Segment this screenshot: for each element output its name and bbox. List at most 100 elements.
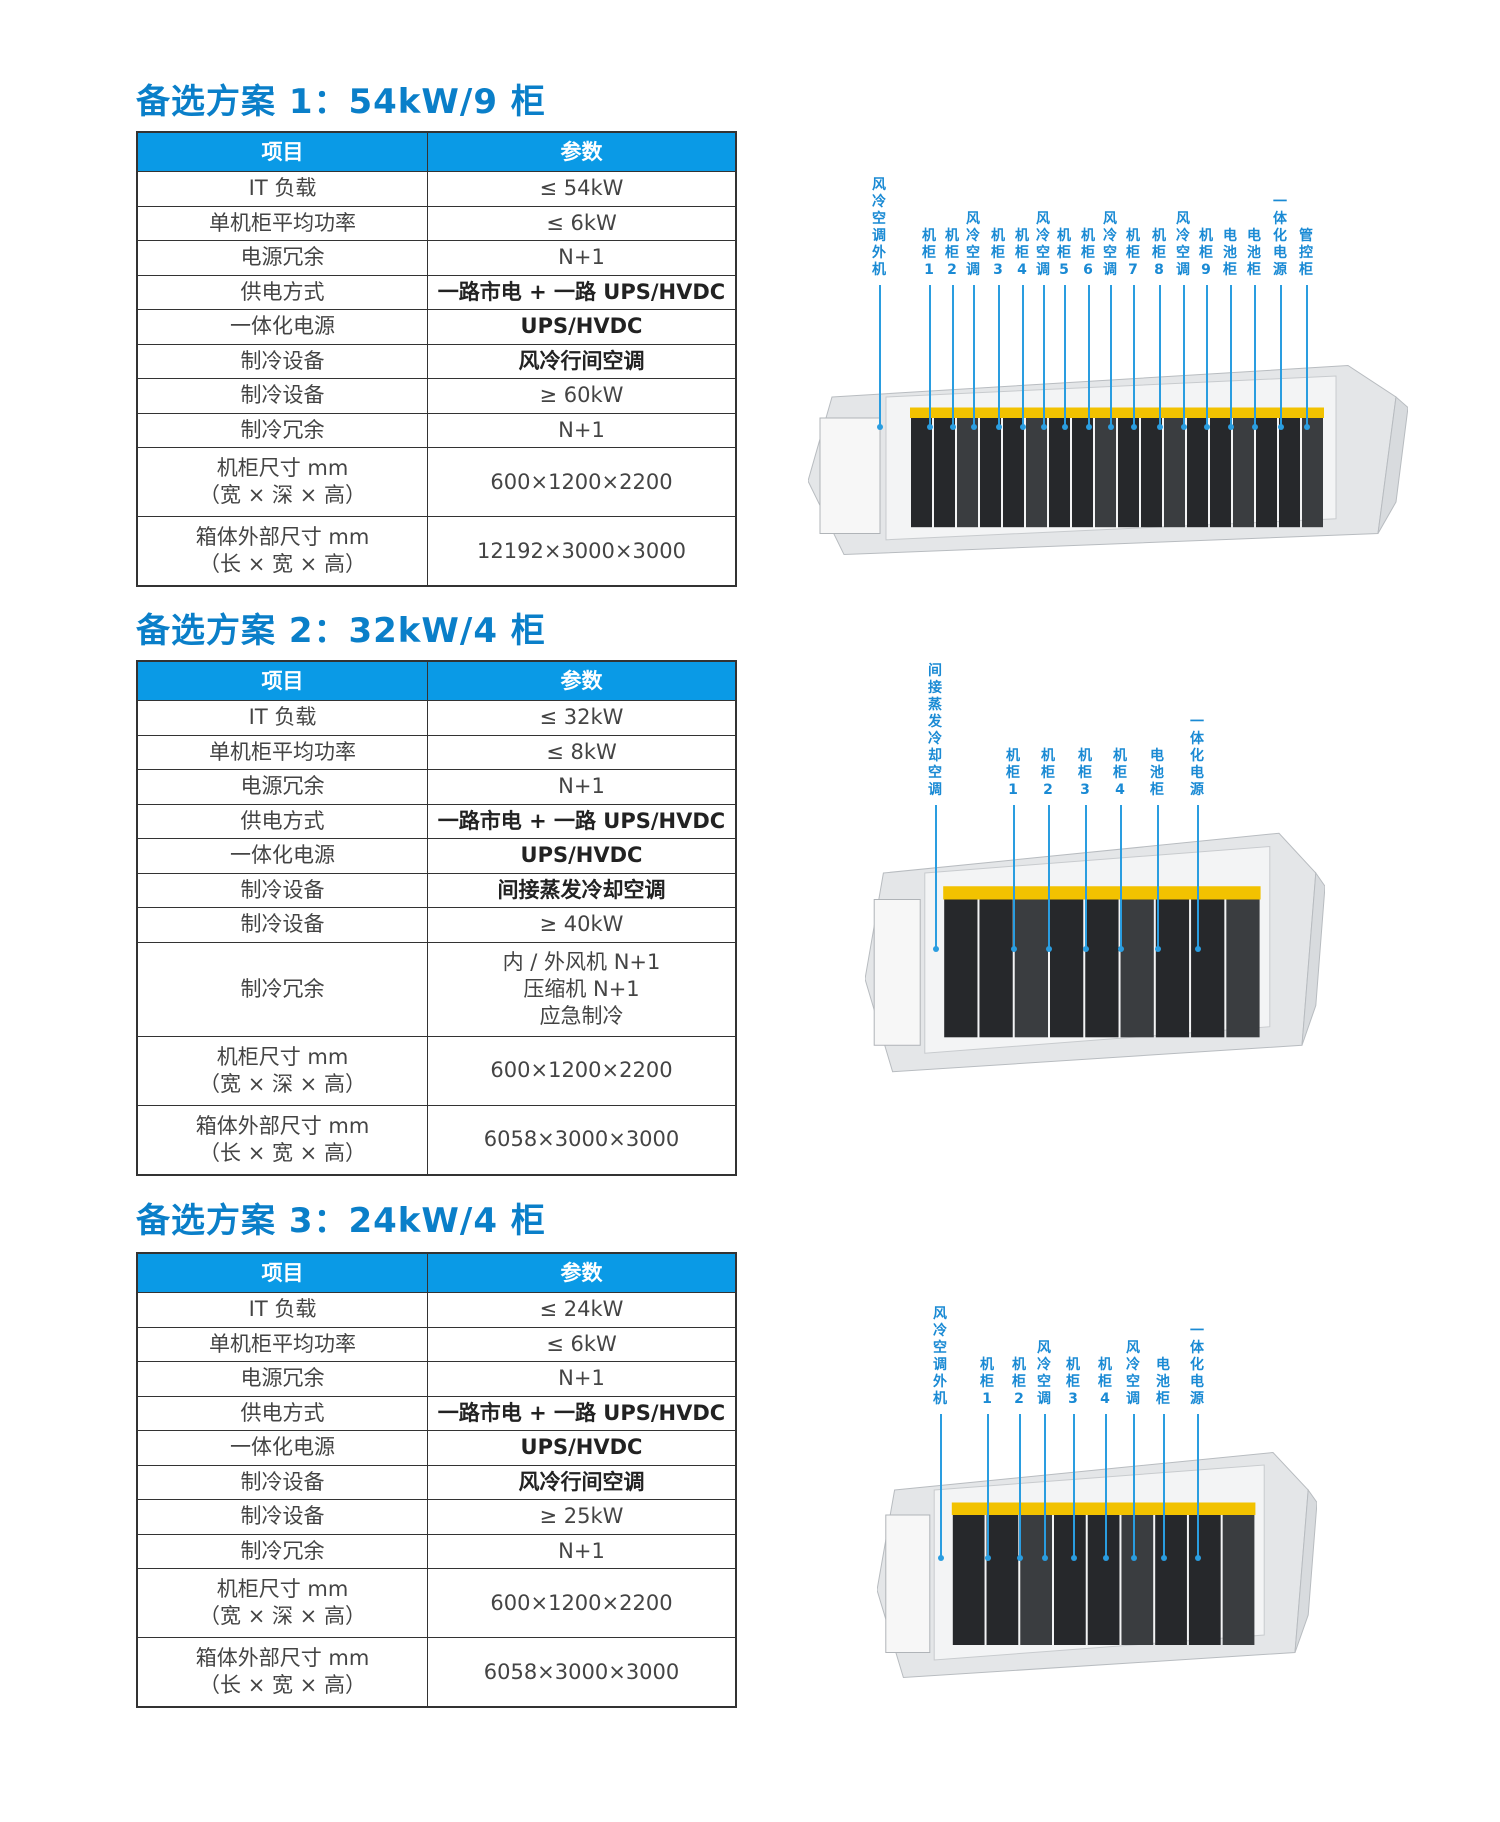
leader-line <box>1073 1414 1075 1558</box>
equipment-label: 机柜1 <box>980 1357 994 1407</box>
leader-line <box>879 285 881 427</box>
outdoor-unit <box>885 1514 931 1653</box>
item-cell: 一体化电源 <box>138 310 428 344</box>
equipment-label: 机柜7 <box>1126 228 1140 278</box>
equipment-label: 风冷空调 <box>1176 211 1190 278</box>
leader-line <box>1230 285 1232 427</box>
leader-dot <box>938 1555 944 1561</box>
leader-dot <box>1181 424 1187 430</box>
leader-dot <box>1108 424 1114 430</box>
cabinet <box>1085 899 1119 1038</box>
item-cell: 单机柜平均功率 <box>138 1327 428 1361</box>
value-cell: ≤ 6kW <box>546 210 617 235</box>
equipment-label: 机柜1 <box>1006 748 1020 798</box>
table-row: 机柜尺寸 mm （宽 × 深 × 高）600×1200×2200 <box>138 1568 735 1637</box>
equipment-label: 机柜4 <box>1015 228 1029 278</box>
leader-line <box>1159 285 1161 427</box>
table-row: IT 负载≤ 32kW <box>138 700 735 735</box>
table-row: 制冷设备≥ 25kW <box>138 1499 735 1534</box>
item-cell: 一体化电源 <box>138 839 428 873</box>
leader-dot <box>1195 1555 1201 1561</box>
value-cell: 风冷行间空调 <box>518 1469 645 1494</box>
cabinet <box>944 899 978 1038</box>
cabinet <box>1087 1515 1120 1645</box>
item-cell: 机柜尺寸 mm （宽 × 深 × 高） <box>138 1569 428 1637</box>
item-cell: 供电方式 <box>138 804 428 838</box>
item-cell: 机柜尺寸 mm （宽 × 深 × 高） <box>138 1036 428 1105</box>
item-cell: 一体化电源 <box>138 1431 428 1465</box>
cabinet <box>1187 418 1208 528</box>
table-header-row: 项目参数 <box>138 1254 735 1292</box>
table-row: 箱体外部尺寸 mm （长 × 宽 × 高）6058×3000×3000 <box>138 1637 735 1706</box>
outdoor-unit <box>873 899 921 1046</box>
header-cell: 项目 <box>138 133 428 171</box>
leader-dot <box>1204 424 1210 430</box>
equipment-label: 一体化电源 <box>1190 714 1204 798</box>
table-row: 单机柜平均功率≤ 8kW <box>138 734 735 769</box>
header-cell: 参数 <box>560 668 603 693</box>
cabinet <box>1049 418 1070 528</box>
table-row: 一体化电源 UPS/HVDC <box>138 309 735 344</box>
equipment-label: 风冷空调 <box>1126 1340 1140 1407</box>
leader-dot <box>1131 424 1137 430</box>
item-cell: 箱体外部尺寸 mm （长 × 宽 × 高） <box>138 1638 428 1706</box>
value-cell: 12192×3000×3000 <box>477 538 686 563</box>
cabinet <box>1210 418 1231 528</box>
equipment-label: 机柜2 <box>1012 1357 1026 1407</box>
leader-line <box>1105 1414 1107 1558</box>
item-cell: 制冷设备 <box>138 1500 428 1534</box>
equipment-label: 风冷空调外机 <box>933 1306 947 1407</box>
plan-2-title: 备选方案 2：32kW/4 柜 <box>136 611 546 651</box>
outdoor-unit <box>819 417 881 534</box>
cabinet <box>1233 418 1254 528</box>
equipment-label: 机柜4 <box>1113 748 1127 798</box>
leader-dot <box>1155 946 1161 952</box>
leader-dot <box>1083 946 1089 952</box>
cabinet <box>1279 418 1300 528</box>
container-door <box>1294 1488 1317 1653</box>
leader-line <box>1088 285 1090 427</box>
leader-line <box>998 285 1000 427</box>
leader-dot <box>1278 424 1284 430</box>
equipment-label: 风冷空调 <box>966 211 980 278</box>
value-cell: N+1 <box>558 245 605 270</box>
value-cell: UPS/HVDC <box>520 314 643 339</box>
leader-dot <box>1062 424 1068 430</box>
item-cell: 箱体外部尺寸 mm （长 × 宽 × 高） <box>138 1105 428 1174</box>
table-row: 一体化电源 UPS/HVDC <box>138 838 735 873</box>
value-cell: ≤ 24kW <box>539 1297 624 1322</box>
leader-line <box>1163 1414 1165 1558</box>
equipment-label: 机柜8 <box>1152 228 1166 278</box>
value-cell: 内 / 外风机 N+1 压缩机 N+1 应急制冷 <box>502 949 661 1028</box>
cabinet <box>1120 899 1154 1038</box>
table-row: IT 负载≤ 24kW <box>138 1292 735 1327</box>
container-illustration-2 <box>865 832 1325 1073</box>
value-cell: N+1 <box>558 1538 605 1563</box>
equipment-label: 电池柜 <box>1156 1357 1170 1407</box>
container-illustration-1 <box>808 364 1408 556</box>
leader-line <box>1013 805 1015 949</box>
cabinet <box>1121 1515 1154 1645</box>
value-cell: 600×1200×2200 <box>490 1058 673 1082</box>
value-cell: N+1 <box>558 417 605 442</box>
value-cell: ≤ 54kW <box>539 176 624 201</box>
leader-dot <box>1020 424 1026 430</box>
value-cell: N+1 <box>558 1366 605 1391</box>
value-cell: ≥ 40kW <box>539 912 624 937</box>
leader-line <box>1133 1414 1135 1558</box>
table-row: 供电方式一路市电 + 一路 UPS/HVDC <box>138 803 735 838</box>
value-cell: 一路市电 + 一路 UPS/HVDC <box>437 1400 726 1425</box>
table-row: 制冷设备风冷行间空调 <box>138 343 735 378</box>
header-cell: 参数 <box>560 139 603 164</box>
equipment-label: 机柜9 <box>1199 228 1213 278</box>
value-cell: 一路市电 + 一路 UPS/HVDC <box>437 279 726 304</box>
table-row: 制冷设备风冷行间空调 <box>138 1464 735 1499</box>
leader-dot <box>927 424 933 430</box>
leader-dot <box>1086 424 1092 430</box>
value-cell: UPS/HVDC <box>520 843 643 868</box>
item-cell: 制冷设备 <box>138 873 428 907</box>
